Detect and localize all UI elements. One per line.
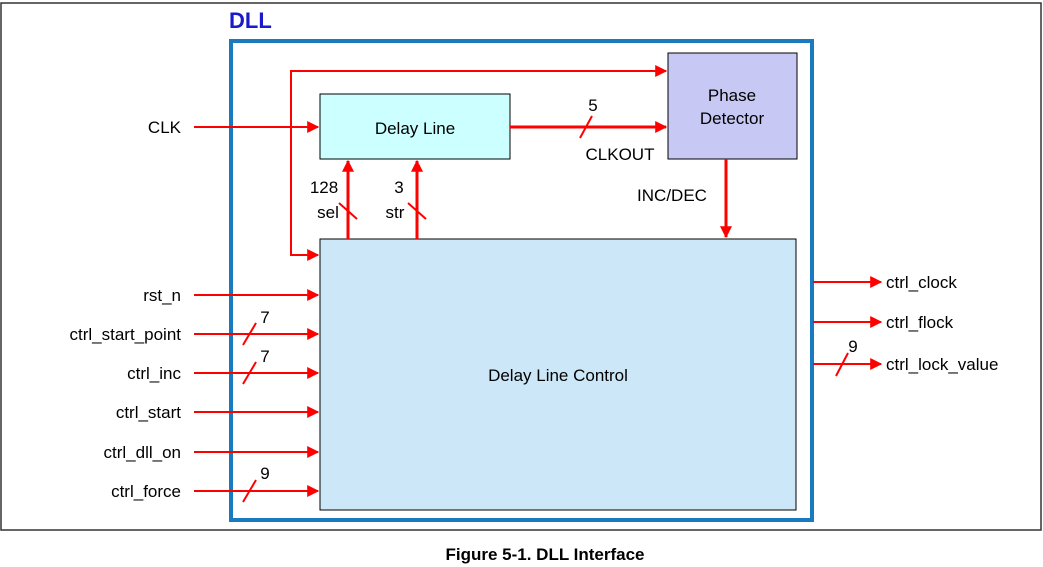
clkout-width-label: 5 — [588, 96, 597, 115]
bus-slash — [242, 322, 257, 346]
output-ctrl-clock: ctrl_clock — [813, 273, 957, 292]
bus-slash — [242, 361, 257, 385]
input-ctrl-start-point: ctrl_start_point 7 — [70, 308, 320, 346]
bus-width-label: 7 — [260, 347, 269, 366]
delay-line-label: Delay Line — [375, 119, 455, 138]
input-ctrl-force: ctrl_force 9 — [111, 464, 320, 503]
delay-line-block — [319, 93, 511, 160]
delay-line-control-block — [319, 238, 797, 511]
input-label: rst_n — [143, 286, 181, 305]
input-label: ctrl_start_point — [70, 325, 182, 344]
input-rst-n: rst_n — [143, 286, 320, 305]
dll-boundary — [229, 39, 814, 522]
output-ctrl-lock-value: 9 ctrl_lock_value — [813, 337, 998, 377]
bus-width-label: 9 — [260, 464, 269, 483]
bus-width-label: 9 — [848, 337, 857, 356]
output-label: ctrl_lock_value — [886, 355, 998, 374]
output-label: ctrl_flock — [886, 313, 954, 332]
sel-bus-slash — [338, 202, 358, 220]
input-label: ctrl_inc — [127, 364, 181, 383]
clk-label: CLK — [148, 118, 182, 137]
bus-slash — [835, 352, 849, 377]
input-label: ctrl_start — [116, 403, 181, 422]
delay-line-control-label: Delay Line Control — [488, 366, 628, 385]
input-label: ctrl_dll_on — [104, 443, 182, 462]
str-label: str — [386, 203, 405, 222]
str-width-label: 3 — [394, 178, 403, 197]
str-bus-slash — [407, 202, 427, 220]
output-ctrl-flock: ctrl_flock — [813, 313, 954, 332]
sel-label: sel — [317, 203, 339, 222]
clk-to-control-arrow — [290, 127, 320, 261]
figure-caption: Figure 5-1. DLL Interface — [445, 545, 644, 564]
input-ctrl-inc: ctrl_inc 7 — [127, 347, 320, 385]
inc-dec-label: INC/DEC — [637, 186, 707, 205]
sel-width-label: 128 — [310, 178, 338, 197]
input-ctrl-dll-on: ctrl_dll_on — [104, 443, 320, 462]
phase-detector-block — [667, 52, 798, 160]
clkout-bus-slash — [579, 115, 593, 139]
bus-slash — [242, 479, 257, 503]
bus-width-label: 7 — [260, 308, 269, 327]
figure-frame — [0, 2, 1042, 531]
input-ctrl-start: ctrl_start — [116, 403, 320, 422]
phase-detector-label-line2: Detector — [700, 109, 765, 128]
dll-title: DLL — [229, 8, 272, 33]
output-label: ctrl_clock — [886, 273, 957, 292]
clk-to-phase-detector-arrow — [290, 65, 668, 127]
clkout-label: CLKOUT — [586, 145, 655, 164]
input-label: ctrl_force — [111, 482, 181, 501]
phase-detector-label-line1: Phase — [708, 86, 756, 105]
